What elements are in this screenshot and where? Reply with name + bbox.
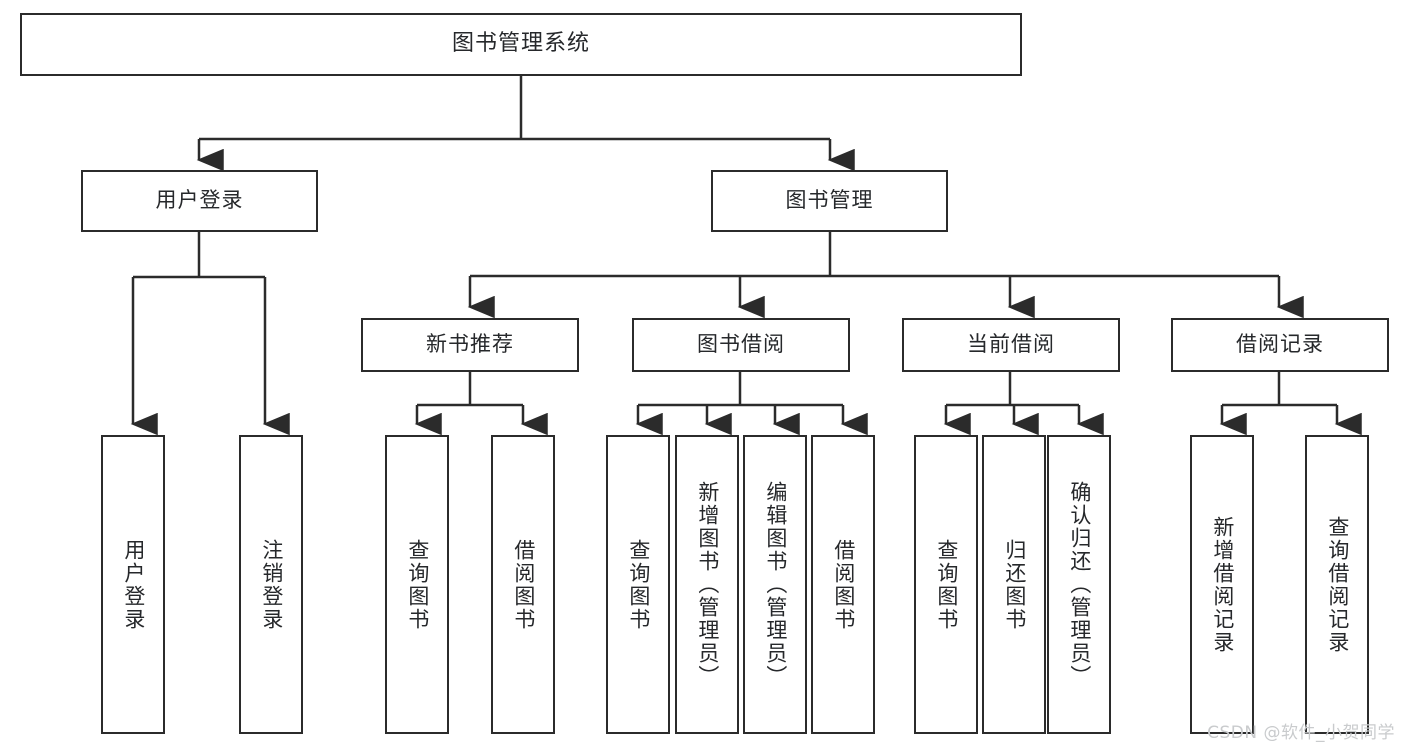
csdn-watermark: CSDN @软件_小贺同学 (1207, 723, 1395, 743)
leaf-user-logout[interactable]: 注销登录 (239, 435, 303, 734)
node-book-manage[interactable]: 图书管理 (711, 170, 948, 232)
leaf-query-book-borrow[interactable]: 查询图书 (606, 435, 670, 734)
node-label: 当前借阅 (967, 332, 1055, 357)
node-label: 查询图书 (626, 538, 651, 631)
node-book-borrow[interactable]: 图书借阅 (632, 318, 850, 372)
leaf-query-borrow-record[interactable]: 查询借阅记录 (1305, 435, 1369, 734)
leaf-edit-book[interactable]: 编辑图书（管理员） (743, 435, 807, 734)
node-borrow-record[interactable]: 借阅记录 (1171, 318, 1389, 372)
node-current-borrow[interactable]: 当前借阅 (902, 318, 1120, 372)
node-label: 借阅图书 (831, 538, 856, 631)
node-label: 注销登录 (259, 538, 284, 631)
node-label: 新增图书（管理员） (695, 481, 720, 688)
node-new-book-recommend[interactable]: 新书推荐 (361, 318, 579, 372)
leaf-query-book-current[interactable]: 查询图书 (914, 435, 978, 734)
leaf-borrow-book-recommend[interactable]: 借阅图书 (491, 435, 555, 734)
node-label: 确认归还（管理员） (1067, 481, 1092, 688)
node-label: 借阅图书 (511, 538, 536, 631)
node-label: 借阅记录 (1236, 332, 1324, 357)
node-root-system[interactable]: 图书管理系统 (20, 13, 1022, 76)
node-label: 图书借阅 (697, 332, 785, 357)
leaf-query-book-recommend[interactable]: 查询图书 (385, 435, 449, 734)
node-label: 新增借阅记录 (1210, 515, 1235, 654)
node-label: 用户登录 (121, 538, 146, 631)
node-label: 归还图书 (1002, 538, 1027, 631)
node-label: 编辑图书（管理员） (763, 481, 788, 688)
node-label: 图书管理系统 (451, 31, 590, 57)
leaf-borrow-book[interactable]: 借阅图书 (811, 435, 875, 734)
leaf-add-book[interactable]: 新增图书（管理员） (675, 435, 739, 734)
node-label: 用户登录 (155, 188, 244, 213)
node-label: 查询借阅记录 (1325, 515, 1350, 654)
node-label: 图书管理 (785, 188, 874, 213)
leaf-return-book[interactable]: 归还图书 (982, 435, 1046, 734)
node-user-login[interactable]: 用户登录 (81, 170, 318, 232)
node-label: 查询图书 (934, 538, 959, 631)
leaf-add-borrow-record[interactable]: 新增借阅记录 (1190, 435, 1254, 734)
node-label: 新书推荐 (426, 332, 514, 357)
leaf-confirm-return[interactable]: 确认归还（管理员） (1047, 435, 1111, 734)
node-label: 查询图书 (405, 538, 430, 631)
leaf-user-login[interactable]: 用户登录 (101, 435, 165, 734)
